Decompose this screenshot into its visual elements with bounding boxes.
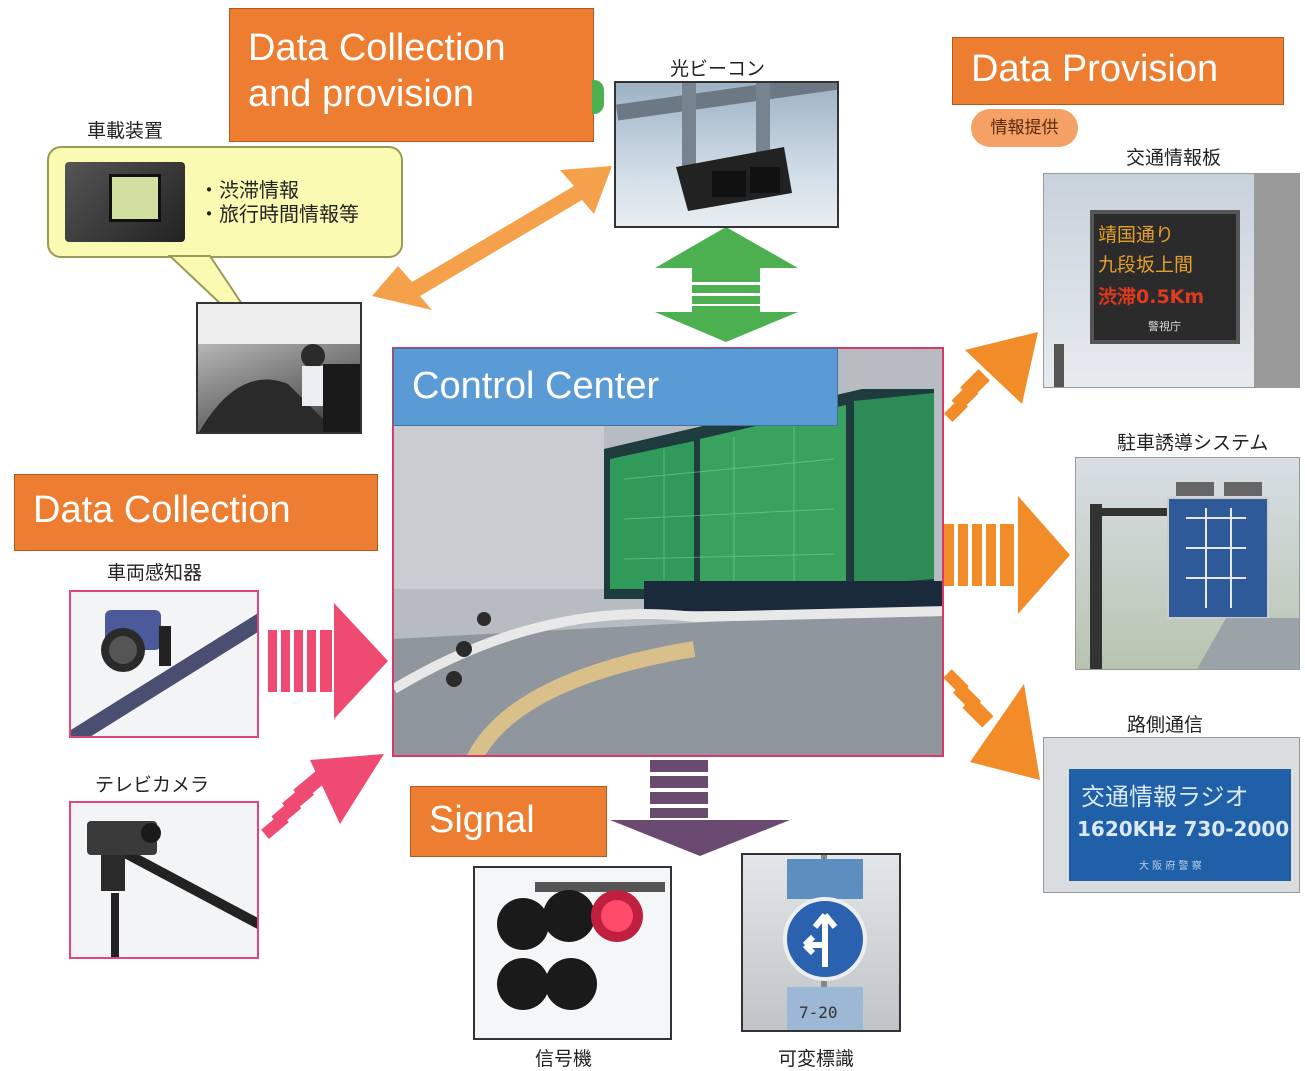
data-provision-label: Data Provision (952, 37, 1284, 105)
traffic-info-board-label: 交通情報板 (1126, 147, 1222, 169)
info-provision-pill: 情報提供 (971, 109, 1078, 147)
roadside-comm-label: 路側通信 (1127, 714, 1204, 736)
navigation-device-image (65, 162, 185, 242)
roadside-comm-photo: 交通情報ラジオ 1620KHz 730-2000 大 阪 府 警 察 (1043, 737, 1300, 893)
in-vehicle-device-label: 車載装置 (87, 120, 164, 142)
orange-arrow-to-board (943, 332, 1038, 423)
in-vehicle-callout: ・渋滞情報 ・旅行時間情報等 (47, 146, 403, 258)
parking-guidance-label: 駐車誘導システム (1117, 432, 1269, 454)
orange-arrow-to-radio (943, 669, 1040, 780)
led-board: 靖国通り 九段坂上間 渋滞0.5Km 警視庁 (1090, 210, 1240, 344)
vehicle-detector-photo (69, 590, 259, 738)
green-double-arrow (655, 227, 798, 342)
pink-arrow-from-camera (261, 754, 384, 839)
purple-arrow-down (610, 760, 790, 856)
radio-line-1: 交通情報ラジオ (1081, 783, 1249, 811)
parking-guidance-photo (1075, 457, 1300, 670)
board-line-1: 靖国通り (1098, 224, 1175, 246)
vehicle-detector-label: 車両感知器 (107, 562, 203, 584)
variable-sign-photo: 7-20 (741, 853, 901, 1032)
pink-arrow-from-detector (268, 603, 388, 719)
orange-double-arrow (372, 166, 612, 310)
optical-beacon-label: 光ビーコン (670, 58, 766, 80)
board-line-2: 九段坂上間 (1098, 254, 1194, 276)
tv-camera-label: テレビカメラ (95, 774, 210, 796)
green-badge-fragment (592, 80, 604, 114)
tv-camera-photo (69, 801, 259, 959)
data-collection-and-provision-label: Data Collection and provision (229, 8, 594, 142)
data-collection-label: Data Collection (14, 474, 378, 551)
variable-sign-label: 可変標識 (778, 1048, 855, 1070)
callout-line-congestion: ・渋滞情報 (199, 178, 299, 202)
radio-line-2: 1620KHz 730-2000 (1077, 817, 1290, 841)
callout-line-travel-time: ・旅行時間情報等 (199, 202, 359, 226)
orange-arrow-to-parking (944, 496, 1070, 614)
navigation-screen (109, 174, 161, 222)
radio-sign: 交通情報ラジオ 1620KHz 730-2000 大 阪 府 警 察 (1066, 766, 1294, 884)
traffic-signal-photo (473, 866, 672, 1040)
board-footer: 警視庁 (1148, 320, 1181, 333)
signal-device-label: 信号機 (535, 1048, 593, 1070)
board-line-3: 渋滞0.5Km (1098, 286, 1205, 308)
control-center-label: Control Center (393, 348, 838, 426)
driver-photo (196, 302, 362, 434)
optical-beacon-photo (614, 81, 839, 228)
radio-line-3: 大 阪 府 警 察 (1139, 861, 1202, 872)
signal-label: Signal (410, 786, 607, 857)
variable-plate-text: 7-20 (799, 1003, 838, 1022)
traffic-info-board-photo: 靖国通り 九段坂上間 渋滞0.5Km 警視庁 (1043, 173, 1300, 388)
